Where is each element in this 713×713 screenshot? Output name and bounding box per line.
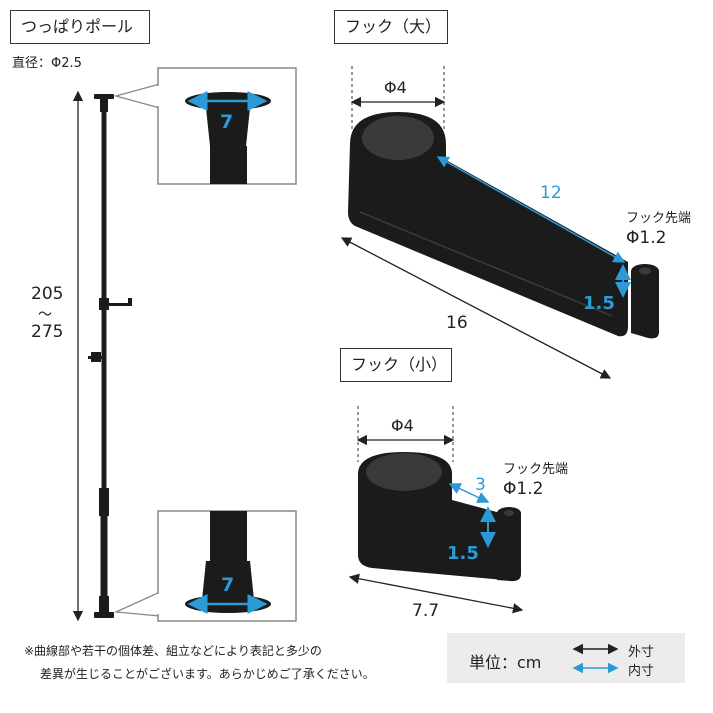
pole-title: つっぱりポール: [10, 10, 150, 44]
legend: 単位：cm 外寸 内寸: [447, 633, 685, 683]
pole-title-text: つっぱりポール: [21, 17, 134, 36]
note-line-1: ※曲線部や若干の個体差、組立などにより表記と多少の: [24, 644, 322, 658]
tension-pole: [88, 94, 132, 618]
hook-small-inner-length: 3: [475, 475, 486, 495]
hook-small-hole: [366, 453, 442, 491]
hook-large-length-dimension: [340, 237, 612, 379]
pole-diameter-label: 直径：Φ2.5: [12, 56, 82, 71]
hook-large-tip-diameter: Φ1.2: [626, 228, 667, 248]
hook-small-inner-dimension: [448, 483, 490, 503]
hook-large-tip-height: 1.5: [583, 293, 615, 314]
bottom-detail-value: 7: [221, 574, 235, 596]
hook-small-diameter: Φ4: [391, 416, 414, 435]
note-line-2: 差異が生じることがございます。あらかじめご了承ください。: [40, 667, 375, 681]
pole-height-min: 205: [31, 284, 64, 304]
pole-height-tilde: ～: [38, 307, 52, 323]
bottom-callout-pointer: [113, 590, 161, 617]
legend-unit: 単位：cm: [469, 653, 542, 672]
hook-large-inner-length: 12: [540, 183, 562, 203]
hook-large-title-text: フック（大）: [345, 17, 442, 36]
hook-large-tip-title: フック先端: [626, 211, 692, 226]
top-callout-pointer: [113, 83, 161, 109]
legend-arrows: [572, 643, 619, 674]
hook-large-hole: [362, 116, 434, 160]
top-detail-value: 7: [220, 111, 234, 133]
legend-outer-label: 外寸: [628, 645, 655, 660]
hook-small-tip-diameter: Φ1.2: [503, 479, 544, 499]
hook-small-length-dimension: [348, 573, 524, 614]
hook-large-diameter: Φ4: [384, 78, 407, 97]
hook-small-tip-title: フック先端: [503, 462, 569, 477]
legend-inner-label: 内寸: [628, 664, 655, 679]
hook-large-title: フック（大）: [334, 10, 448, 44]
pole-height-max: 275: [31, 322, 64, 342]
hook-small-tip-height: 1.5: [447, 543, 479, 564]
hook-large-length: 16: [446, 313, 468, 333]
hook-small-length: 7.7: [412, 601, 440, 621]
